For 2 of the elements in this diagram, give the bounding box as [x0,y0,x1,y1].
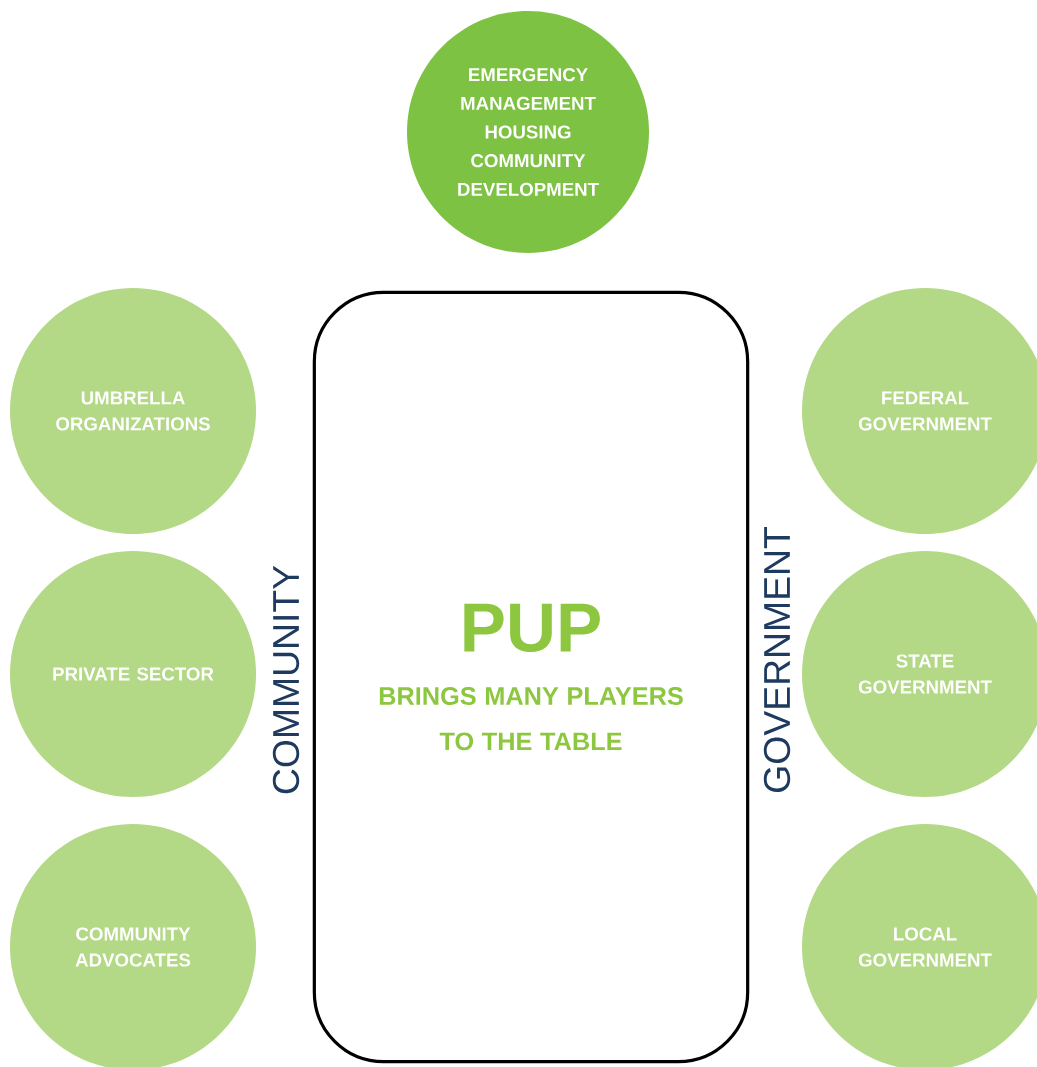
side-label: GOVERNMENT [763,527,791,792]
side-label: COMMUNITY [272,565,300,794]
